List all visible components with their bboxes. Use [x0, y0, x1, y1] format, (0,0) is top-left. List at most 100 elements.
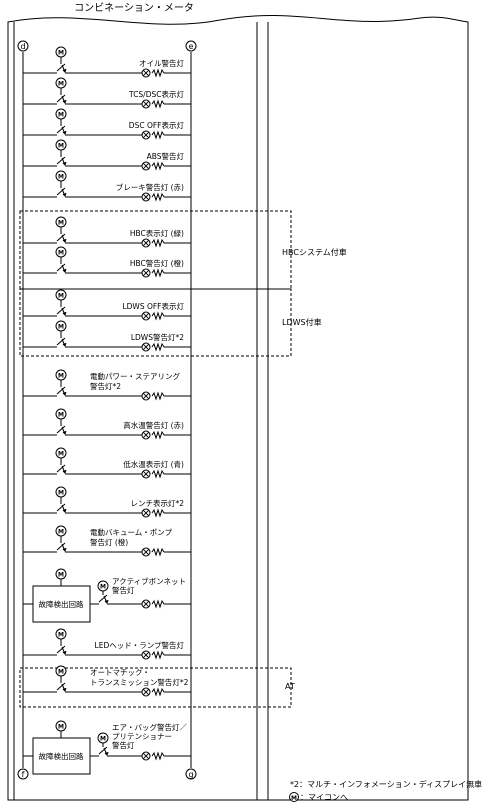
micon-icon: M: [55, 568, 67, 580]
svg-text:M: M: [58, 451, 64, 458]
circuit-label: 警告灯 (橙): [90, 537, 128, 547]
micon-icon: M: [55, 77, 67, 89]
svg-text:M: M: [58, 293, 64, 300]
svg-text:M: M: [58, 220, 64, 227]
svg-text:M: M: [58, 112, 64, 119]
warning-lamp-icon: [141, 342, 151, 352]
transistor-switch-icon: [98, 594, 109, 604]
svg-text:M: M: [58, 81, 64, 88]
transistor-switch-icon: [56, 263, 67, 273]
svg-text:M: M: [291, 795, 297, 802]
circuit-label: 電動パワー・ステアリング: [90, 371, 180, 381]
resistor-icon: [151, 650, 165, 660]
transistor-switch-icon: [56, 233, 67, 243]
svg-text:d: d: [20, 42, 25, 51]
resistor-icon: [151, 238, 165, 248]
circuit-8: M LDWS警告灯*2: [23, 320, 191, 352]
micon-icon: M: [55, 408, 67, 420]
warning-lamp-icon: [141, 238, 151, 248]
circuit-label: LDWS警告灯*2: [131, 332, 184, 342]
warning-lamp-icon: [141, 430, 151, 440]
transistor-switch-icon: [56, 125, 67, 135]
micon-icon: M: [55, 170, 67, 182]
warning-lamp-icon: [141, 650, 151, 660]
transistor-switch-icon: [56, 187, 67, 197]
svg-text:M: M: [100, 736, 106, 743]
circuit-10: M 高水温警告灯 (赤): [23, 408, 191, 440]
circuit-label: プリテンショナー: [112, 732, 172, 741]
micon-icon: M: [55, 486, 67, 498]
warning-lamp-icon: [141, 99, 151, 109]
micon-icon: M: [55, 246, 67, 258]
svg-text:M: M: [58, 669, 64, 676]
circuit-7: M LDWS OFF表示灯: [23, 289, 191, 321]
micon-icon: M: [55, 720, 67, 732]
svg-text:故障検出回路: 故障検出回路: [39, 751, 84, 761]
circuit-label: DSC OFF表示灯: [129, 120, 185, 130]
svg-text:M: M: [100, 584, 106, 591]
footnote-multi-info: *2：マルチ・インフォメーション・ディスプレイ無車: [290, 779, 482, 789]
circuit-label: 低水温表示灯 (青): [123, 459, 184, 469]
svg-text:M: M: [58, 373, 64, 380]
resistor-icon: [151, 268, 165, 278]
micon-icon: M: [55, 289, 67, 301]
circuit-label: 警告灯*2: [90, 381, 121, 391]
transistor-switch-icon: [56, 425, 67, 435]
circuit-label: LDWS OFF表示灯: [122, 301, 184, 311]
terminal-bottom-right: g: [185, 768, 197, 780]
meter-frame: [7, 15, 469, 801]
svg-text:g: g: [188, 770, 193, 779]
terminal-top-right: e: [185, 40, 197, 52]
footnote-micon: M ：マイコンへ: [289, 792, 348, 802]
warning-lamp-icon: [141, 599, 151, 609]
svg-text:M: M: [58, 632, 64, 639]
svg-text:f: f: [22, 770, 25, 779]
transistor-switch-icon: [56, 645, 67, 655]
transistor-switch-icon: [56, 156, 67, 166]
transistor-switch-icon: [56, 542, 67, 552]
group-hbc: HBCシステム付車: [19, 210, 347, 290]
resistor-icon: [151, 342, 165, 352]
transistor-switch-icon: [56, 464, 67, 474]
svg-text:故障検出回路: 故障検出回路: [39, 599, 84, 609]
svg-text:：マイコンへ: ：マイコンへ: [300, 793, 348, 802]
resistor-icon: [151, 161, 165, 171]
warning-lamp-icon: [141, 192, 151, 202]
fault-detection-box: 故障検出回路: [32, 737, 91, 775]
svg-text:M: M: [58, 324, 64, 331]
warning-lamp-icon: [141, 751, 151, 761]
resistor-icon: [151, 599, 165, 609]
resistor-icon: [151, 391, 165, 401]
micon-icon: M: [55, 628, 67, 640]
warning-lamp-icon: [141, 161, 151, 171]
micon-icon: M: [55, 46, 67, 58]
svg-text:M: M: [58, 529, 64, 536]
micon-icon: M: [55, 139, 67, 151]
svg-text:M: M: [58, 412, 64, 419]
resistor-icon: [151, 469, 165, 479]
svg-text:HBCシステム付車: HBCシステム付車: [282, 247, 347, 257]
circuit-label: 高水温警告灯 (赤): [123, 420, 184, 430]
meter-title: コンビネーション・メータ: [74, 2, 194, 14]
resistor-icon: [151, 68, 165, 78]
transistor-switch-icon: [56, 682, 67, 692]
warning-lamp-icon: [141, 268, 151, 278]
svg-text:e: e: [189, 42, 194, 51]
circuit-label: 警告灯: [112, 740, 135, 750]
group-ldws: LDWS付車: [19, 288, 322, 357]
resistor-icon: [151, 311, 165, 321]
resistor-icon: [151, 99, 165, 109]
circuit-2: M DSC OFF表示灯: [23, 108, 191, 140]
transistor-switch-icon: [56, 94, 67, 104]
resistor-icon: [151, 430, 165, 440]
terminal-bottom-left: f: [17, 768, 29, 780]
